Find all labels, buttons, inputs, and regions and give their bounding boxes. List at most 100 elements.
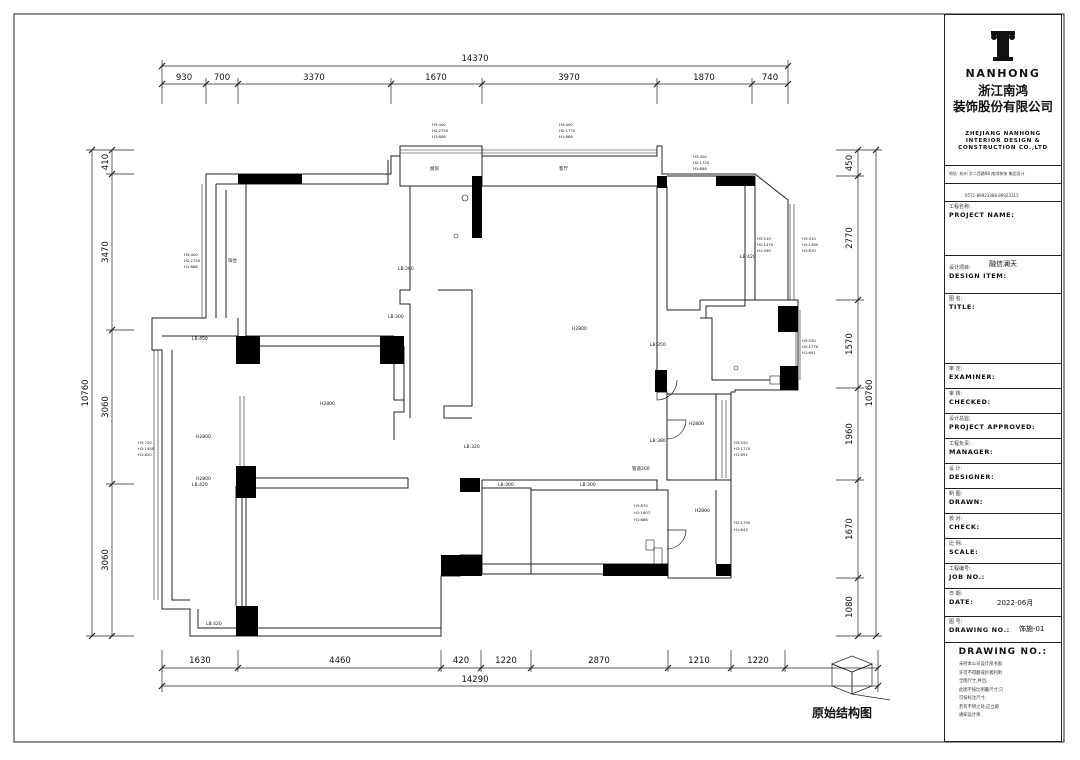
dim-top-seg: 740 <box>762 73 778 83</box>
notes-text: 未经本公司设计部书面 许可不得翻或抄袭利用 全图尺寸,并且, 此图不按比例量尺寸… <box>959 661 1059 721</box>
drawing-no-value: 饰施-01 <box>1019 625 1045 633</box>
design-item-row: 融信澜天 设计项目: DESIGN ITEM: <box>945 255 1061 293</box>
field-label-en: DRAWING NO.: <box>949 626 1010 634</box>
dim-top-overall: 14370 <box>461 54 488 64</box>
beam-label: LB:450 <box>192 336 208 342</box>
window-note: H3:400 <box>432 122 446 127</box>
contact-row-2 <box>945 183 1061 201</box>
note-line: 全图尺寸,并且, <box>959 679 988 684</box>
contact-phone: 0571-89923388 89923315 <box>965 193 1019 198</box>
manager-row: 工程负责: MANAGER: <box>945 438 1061 463</box>
design-item-value: 融信澜天 <box>989 260 1017 268</box>
window-note: H1:643 <box>734 527 748 532</box>
window-note: H2:2750 <box>432 128 449 133</box>
note-line: 若有不明之处,应立即 <box>959 704 1000 710</box>
bottom-dimension-text: 1630 4460 420 1220 2870 1210 1220 14290 <box>189 656 769 685</box>
dim-left-seg: 3060 <box>101 549 111 571</box>
field-label-cn: 设 计: <box>949 466 963 472</box>
dim-left-overall: 10760 <box>81 379 91 406</box>
dimension-ticks <box>88 62 882 690</box>
room-annotations: 厨房 客厅 阳台 H2800 H2800 H2800 H2800 H2800 H… <box>192 165 756 627</box>
field-label-en: DATE: <box>949 598 974 606</box>
window-note: H2:1770 <box>734 446 751 451</box>
drawing-no-row: 饰施-01 图 号: DRAWING NO.: <box>945 616 1061 642</box>
contact-row <box>945 165 1061 183</box>
checked-row: 审 核: CHECKED: <box>945 388 1061 413</box>
beam-label: LB:300 <box>388 314 404 320</box>
beam-label: LB:380 <box>650 438 666 444</box>
window-note: H1:888 <box>184 264 198 269</box>
brand-name-cn-line: 浙江南鸿 <box>977 83 1028 98</box>
window-note: H1:990 <box>757 248 771 253</box>
ceiling-height-label: H2800 <box>196 434 211 440</box>
date-value: 2022-06月 <box>997 599 1034 607</box>
field-label-en: PROJECT APPROVED: <box>949 423 1036 431</box>
dim-bottom-seg: 2870 <box>588 656 610 666</box>
dimension-lines <box>86 60 882 692</box>
window-notes: H3:400 H2:2750 H1:888 H3:400 H2:1770 H1:… <box>138 122 819 532</box>
brand-full-line: CONSTRUCTION CO.,LTD <box>958 145 1048 151</box>
drawing-caption: 原始结构图 <box>812 706 873 720</box>
date-row: 2022-06月 日 期: DATE: <box>945 588 1061 616</box>
window-note: H2:1607 <box>634 510 651 515</box>
beam-label: LB:420 <box>740 254 756 260</box>
beam-label: LB:420 <box>192 482 208 488</box>
window-note: H2:1460 <box>802 242 819 247</box>
field-label-cn: 工程负责: <box>949 441 971 447</box>
dim-right-seg: 2770 <box>845 227 855 249</box>
field-label-cn: 设计项目: <box>949 265 971 271</box>
dim-right-seg: 450 <box>845 155 855 171</box>
room-label-balcony: 阳台 <box>228 257 237 264</box>
job-row: 工程编号: JOB NO.: <box>945 563 1061 588</box>
caption-mark-icon <box>831 655 891 701</box>
field-label-cn: 制 图: <box>949 491 963 497</box>
field-label-en: SCALE: <box>949 548 979 556</box>
note-line: 通知设计师. <box>959 713 982 718</box>
dim-right-seg: 1670 <box>845 518 855 540</box>
field-label-en: JOB NO.: <box>949 573 985 581</box>
window-note: H2:1770 <box>802 344 819 349</box>
drawing-no-heading: DRAWING NO.: <box>958 647 1048 657</box>
windows <box>153 149 801 600</box>
scale-row: 比 例: SCALE: <box>945 538 1061 563</box>
dim-top-seg: 700 <box>214 73 230 83</box>
window-note: H2:1470 <box>757 242 774 247</box>
field-label-cn: 工程名称: <box>949 204 971 210</box>
field-label-en: DRAWN: <box>949 498 983 506</box>
beam-label: LB:320 <box>464 444 480 450</box>
ceiling-height-label: H2800 <box>320 401 335 407</box>
dim-top-seg: 3970 <box>558 73 580 83</box>
top-dimension-text: 14370 930 700 3370 1670 3970 1870 740 <box>176 54 778 83</box>
field-label-cn: 工程编号: <box>949 566 971 572</box>
designer-row: 设 计: DESIGNER: <box>945 463 1061 488</box>
window-note: H1:820 <box>138 452 152 457</box>
dim-bottom-seg: 1220 <box>495 656 517 666</box>
window-note: H2:1770 <box>559 128 576 133</box>
field-label-en: EXAMINER: <box>949 373 996 381</box>
field-label-cn: 审 定: <box>949 366 963 372</box>
beam-label: LB:300 <box>498 482 514 488</box>
field-label-cn: 图 号: <box>949 619 963 625</box>
brand-full-line: INTERIOR DESIGN & <box>965 138 1041 144</box>
window-note: H3:520 <box>734 440 748 445</box>
dim-top-seg: 1670 <box>425 73 447 83</box>
fixtures <box>453 194 781 565</box>
dim-bottom-overall: 14290 <box>461 675 488 685</box>
pipe-label: 管道200 <box>632 465 650 472</box>
dim-bottom-seg: 4460 <box>329 656 351 666</box>
notes-row <box>945 642 1061 742</box>
left-dimension-text: 10760 410 3470 3060 3060 <box>81 154 111 571</box>
dim-bottom-seg: 1220 <box>747 656 769 666</box>
window-note: H3:700 <box>138 440 152 445</box>
dim-right-overall: 10760 <box>865 379 875 406</box>
ceiling-height-label: H2800 <box>689 421 704 427</box>
note-line: 未经本公司设计部书面 <box>959 662 1002 667</box>
brand-name-cn: 浙江南鸿 装饰股份有限公司 <box>945 83 1061 115</box>
sheet-border <box>13 13 1065 743</box>
window-note: H3:530 <box>802 338 816 343</box>
window-note: H3:400 <box>184 252 198 257</box>
brand-full-line: ZHEJIANG NANHONG <box>965 131 1041 137</box>
field-label-en: PROJECT NAME: <box>949 211 1015 219</box>
brand-name-cn-line: 装饰股份有限公司 <box>952 99 1053 114</box>
